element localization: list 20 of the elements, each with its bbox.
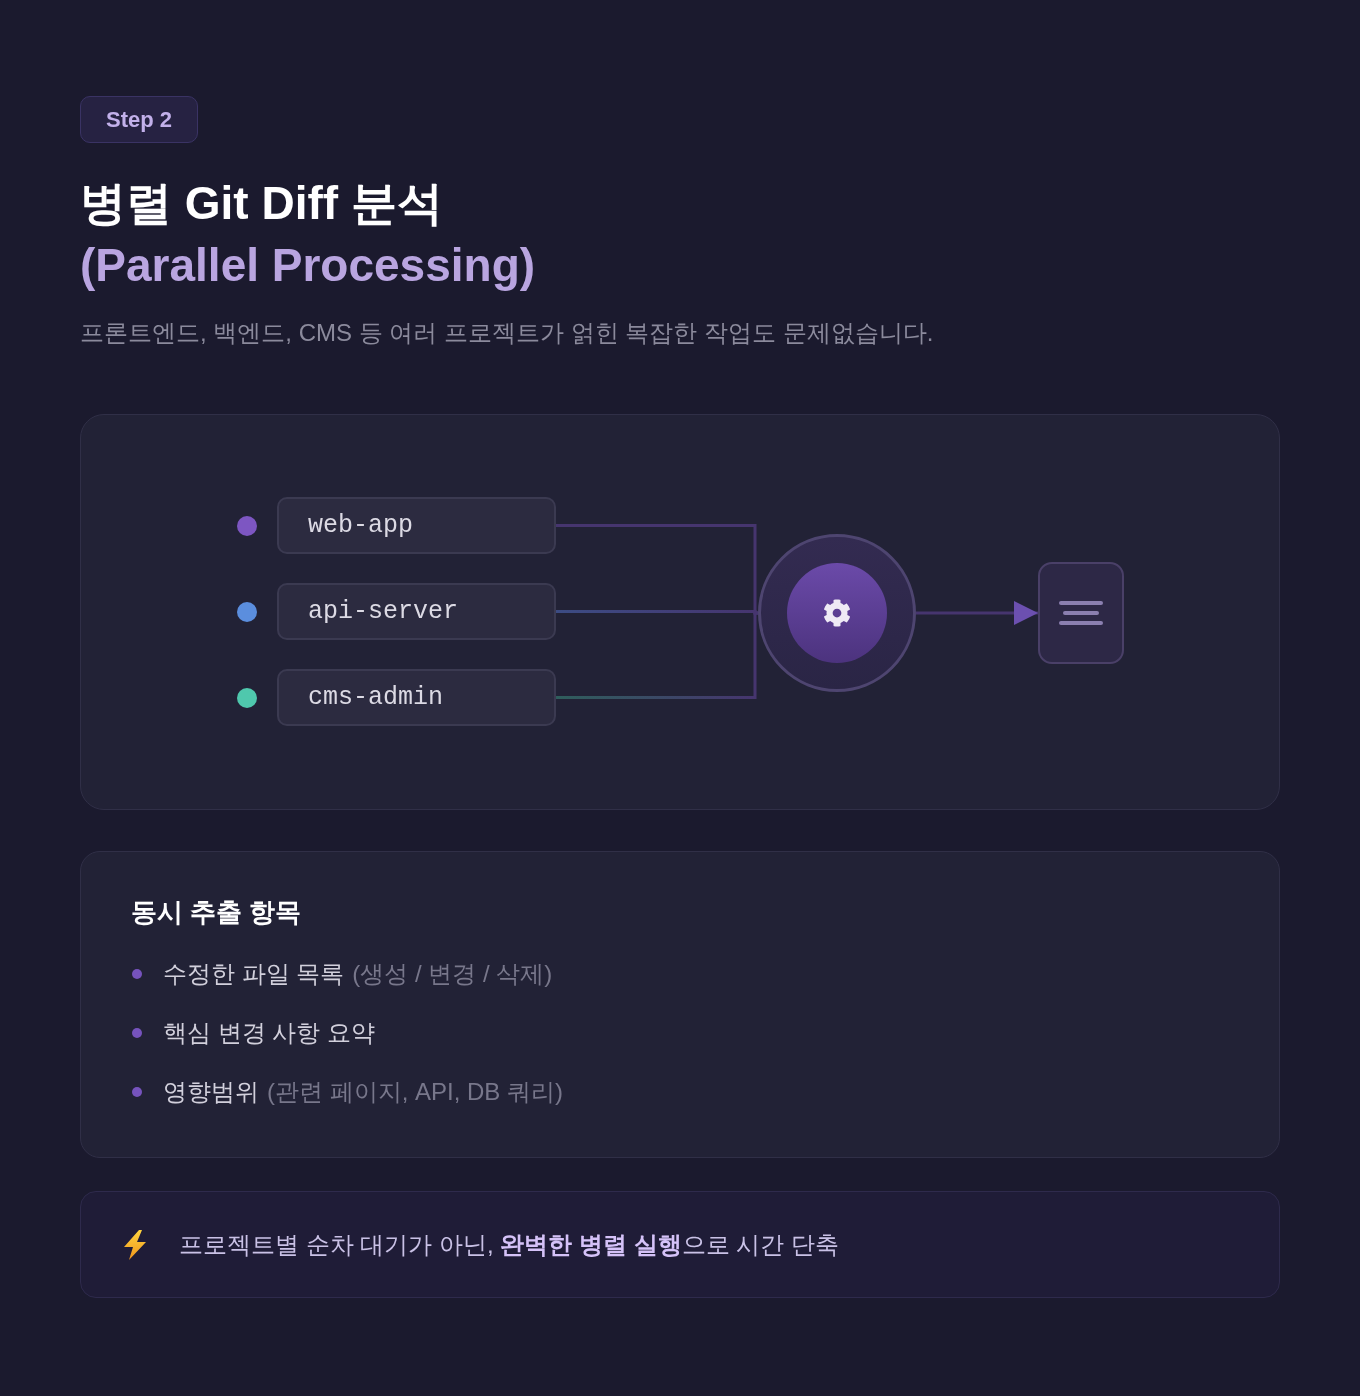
card-heading: 동시 추출 항목 bbox=[131, 896, 302, 929]
document-box bbox=[1038, 562, 1124, 664]
title: 병렬 Git Diff 분석 bbox=[80, 176, 443, 231]
connector-line bbox=[556, 611, 758, 699]
note-text: 프로젝트별 순차 대기가 아닌, 완벽한 병렬 실행으로 시간 단축 bbox=[179, 1229, 840, 1260]
subtitle-heading: (Parallel Processing) bbox=[80, 238, 536, 293]
list-item-note: (생성 / 변경 / 삭제) bbox=[352, 958, 553, 989]
list-item-text: 수정한 파일 목록 bbox=[163, 958, 345, 989]
step-badge: Step 2 bbox=[80, 96, 199, 143]
description-text: 프론트엔드, 백엔드, CMS 등 여러 프로젝트가 얽힌 복잡한 작업도 문제없습니다. bbox=[80, 318, 934, 348]
connector-line bbox=[556, 610, 758, 615]
list-item-note: (관련 페이지, API, DB 쿼리) bbox=[267, 1076, 563, 1107]
list-card bbox=[80, 851, 1280, 1158]
list-item-text: 영향범위 bbox=[163, 1076, 259, 1107]
repo-box: web-app bbox=[277, 497, 556, 554]
repo-box: cms-admin bbox=[277, 669, 556, 726]
arrow bbox=[914, 601, 1038, 625]
repo-box: api-server bbox=[277, 583, 556, 640]
note-card bbox=[80, 1191, 1280, 1298]
list-item-text: 핵심 변경 사항 요약 bbox=[163, 1017, 375, 1048]
